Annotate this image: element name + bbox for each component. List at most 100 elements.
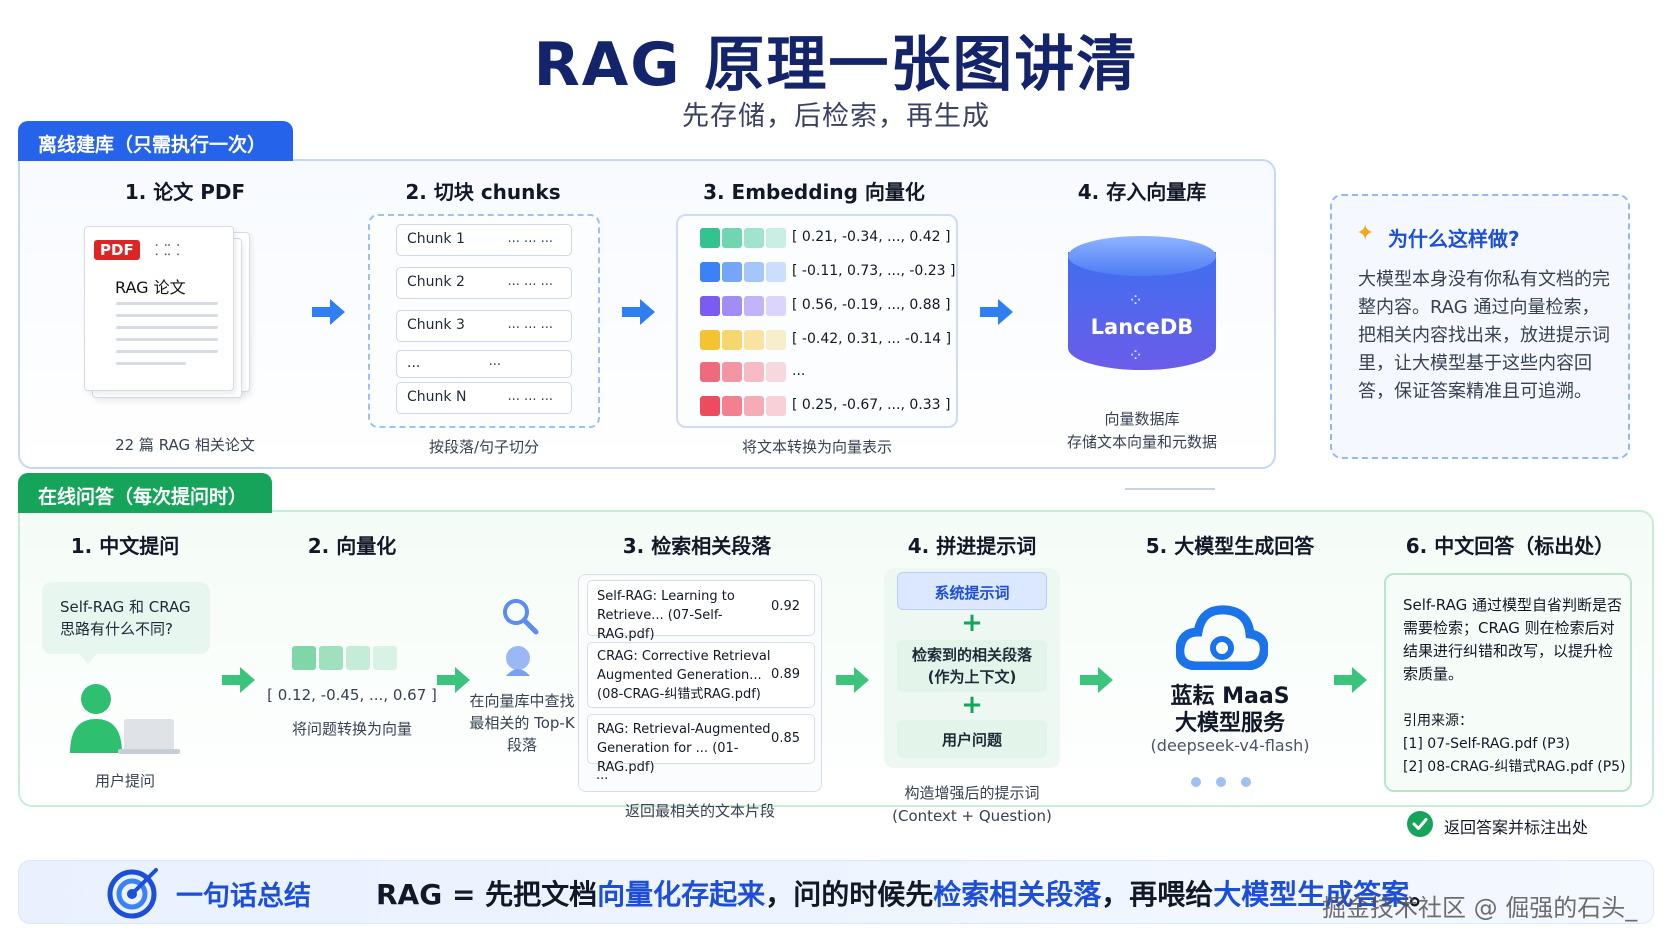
- online-step4-caption-line1: 构造增强后的提示词: [904, 784, 1040, 802]
- offline-step4-caption-line2: 存储文本向量和元数据: [1066, 433, 1217, 451]
- arrow-right-icon: [836, 667, 869, 693]
- vector-cell: [744, 396, 764, 416]
- service-name-line2: 大模型服务: [1174, 711, 1285, 736]
- question-bubble: Self-RAG 和 CRAG 思路有什么不同?: [42, 582, 210, 654]
- context-pill: 检索到的相关段落 (作为上下文): [897, 640, 1047, 692]
- vector-cell: [722, 262, 742, 282]
- chunk-item: Chunk 2... ... ...: [396, 267, 572, 299]
- db-name: LanceDB: [1090, 315, 1194, 339]
- embedding-vector-text: [ -0.11, 0.73, ..., -0.23 ]: [792, 263, 956, 279]
- embedding-row: [ 0.25, -0.67, ..., 0.33 ]: [700, 396, 950, 418]
- online-step1-title: 1. 中文提问: [70, 534, 180, 558]
- chunk-item: Chunk 3... ... ...: [396, 310, 572, 342]
- user-question-pill: 用户问题: [897, 720, 1047, 758]
- vector-cell: [722, 396, 742, 416]
- arrow-right-icon: [1080, 667, 1113, 693]
- online-step4-title: 4. 拼进提示词: [907, 534, 1037, 558]
- embedding-vector-text: ...: [792, 363, 806, 379]
- why-title: 为什么这样做?: [1388, 227, 1520, 251]
- check-circle-icon: [1407, 811, 1433, 837]
- query-vector-text: [ 0.12, -0.45, ..., 0.67 ]: [267, 686, 437, 704]
- vector-cell: [700, 228, 720, 248]
- embedding-row: ...: [700, 362, 940, 384]
- lightbulb-icon: ✦: [1356, 221, 1375, 246]
- vector-cell: [744, 262, 764, 282]
- vector-cell: [700, 296, 720, 316]
- online-step6-caption: 返回答案并标注出处: [1444, 818, 1589, 837]
- online-step2-caption: 将问题转换为向量: [291, 720, 412, 738]
- vector-cell: [766, 296, 786, 316]
- embedding-vector-text: [ 0.56, -0.19, ..., 0.88 ]: [792, 297, 951, 313]
- embedding-row: [ 0.56, -0.19, ..., 0.88 ]: [700, 296, 950, 318]
- vector-cell: [700, 362, 720, 382]
- answer-sources: 引用来源： [1] 07-Self-RAG.pdf (P3) [2] 08-CR…: [1403, 710, 1628, 779]
- online-step3-caption: 返回最相关的文本片段: [624, 802, 775, 820]
- embedding-row: [ -0.42, 0.31, ... -0.14 ]: [700, 330, 951, 352]
- vector-cell: [722, 362, 742, 382]
- offline-step3-caption: 将文本转换为向量表示: [741, 438, 892, 456]
- result-item: CRAG: Corrective Retrieval Augmented Gen…: [587, 642, 815, 708]
- vector-cell: [766, 262, 786, 282]
- loading-dot: [1216, 777, 1226, 787]
- embedding-vector-text: [ 0.21, -0.34, ..., 0.42 ]: [792, 229, 951, 245]
- chunk-item: ......: [396, 350, 572, 378]
- sources-title: 引用来源：: [1403, 713, 1473, 729]
- vector-cell: [766, 362, 786, 382]
- online-panel: [18, 510, 1654, 807]
- watermark: 掘金技术社区 @ 倔强的石头_: [1322, 894, 1638, 922]
- offline-step3-title: 3. Embedding 向量化: [703, 180, 925, 204]
- offline-step1-caption: 22 篇 RAG 相关论文: [115, 436, 255, 454]
- why-box: [1330, 194, 1630, 459]
- page-title: RAG 原理一张图讲清: [533, 30, 1139, 100]
- embedding-box: [676, 214, 958, 428]
- bubble-tail: [78, 652, 98, 664]
- online-step6-title: 6. 中文回答（标出处）: [1405, 534, 1615, 558]
- offline-step4-caption-line1: 向量数据库: [1104, 410, 1180, 428]
- answer-box: [1384, 573, 1632, 792]
- vector-cell: [766, 330, 786, 350]
- arrow-right-icon: [1334, 667, 1367, 693]
- vector-cell: [744, 296, 764, 316]
- summary-label: 一句话总结: [176, 881, 311, 912]
- online-step4-caption-line2: (Context + Question): [892, 807, 1052, 825]
- summary-bar: [18, 860, 1654, 924]
- divider: [1125, 488, 1215, 490]
- loading-dot: [1191, 777, 1201, 787]
- offline-step2-title: 2. 切块 chunks: [405, 180, 561, 204]
- online-step1-caption: 用户提问: [94, 772, 155, 790]
- pdf-badge: PDF: [94, 240, 140, 260]
- vector-cell: [744, 330, 764, 350]
- model-name: (deepseek-v4-flash): [1150, 736, 1310, 755]
- result-item: Self-RAG: Learning to Retrieve... (07-Se…: [587, 580, 815, 642]
- summary-text: RAG = 先把文档向量化存起来，问的时候先检索相关段落，再喂给大模型生成答案。: [376, 878, 1438, 911]
- chunk-item: Chunk N... ... ...: [396, 382, 572, 414]
- embedding-row: [ -0.11, 0.73, ..., -0.23 ]: [700, 262, 956, 284]
- system-prompt-pill: 系统提示词: [897, 572, 1047, 610]
- pdf-doc-label: RAG 论文: [115, 278, 186, 297]
- arrow-right-icon: [980, 299, 1013, 325]
- vector-cell: [722, 228, 742, 248]
- online-step5-title: 5. 大模型生成回答: [1145, 534, 1315, 558]
- online-step2-title: 2. 向量化: [307, 534, 397, 558]
- vector-cell: [700, 330, 720, 350]
- vector-cell: [700, 262, 720, 282]
- offline-step4-title: 4. 存入向量库: [1077, 180, 1207, 204]
- plus-icon: +: [961, 608, 983, 638]
- vector-cell: [722, 330, 742, 350]
- online-step3-title: 3. 检索相关段落: [622, 534, 772, 558]
- offline-step1-title: 1. 论文 PDF: [124, 180, 246, 204]
- why-text: 大模型本身没有你私有文档的完整内容。RAG 通过向量检索，把相关内容找出来，放进…: [1358, 269, 1610, 402]
- embedding-vector-text: [ 0.25, -0.67, ..., 0.33 ]: [792, 397, 951, 413]
- source-item: [2] 08-CRAG-纠错式RAG.pdf (P5): [1403, 759, 1626, 775]
- source-item: [1] 07-Self-RAG.pdf (P3): [1403, 736, 1570, 752]
- results-more: ...: [596, 768, 609, 783]
- arrow-right-icon: [437, 667, 470, 693]
- arrow-right-icon: [622, 299, 655, 325]
- result-item: RAG: Retrieval-Augmented Generation for …: [587, 714, 815, 775]
- user-laptop-icon: [70, 684, 180, 754]
- arrow-right-icon: [312, 299, 345, 325]
- vector-cell: [744, 228, 764, 248]
- vector-cell: [766, 228, 786, 248]
- embedding-vector-text: [ -0.42, 0.31, ... -0.14 ]: [792, 331, 952, 347]
- answer-text: Self-RAG 通过模型自省判断是否需要检索；CRAG 则在检索后对结果进行纠…: [1403, 596, 1622, 683]
